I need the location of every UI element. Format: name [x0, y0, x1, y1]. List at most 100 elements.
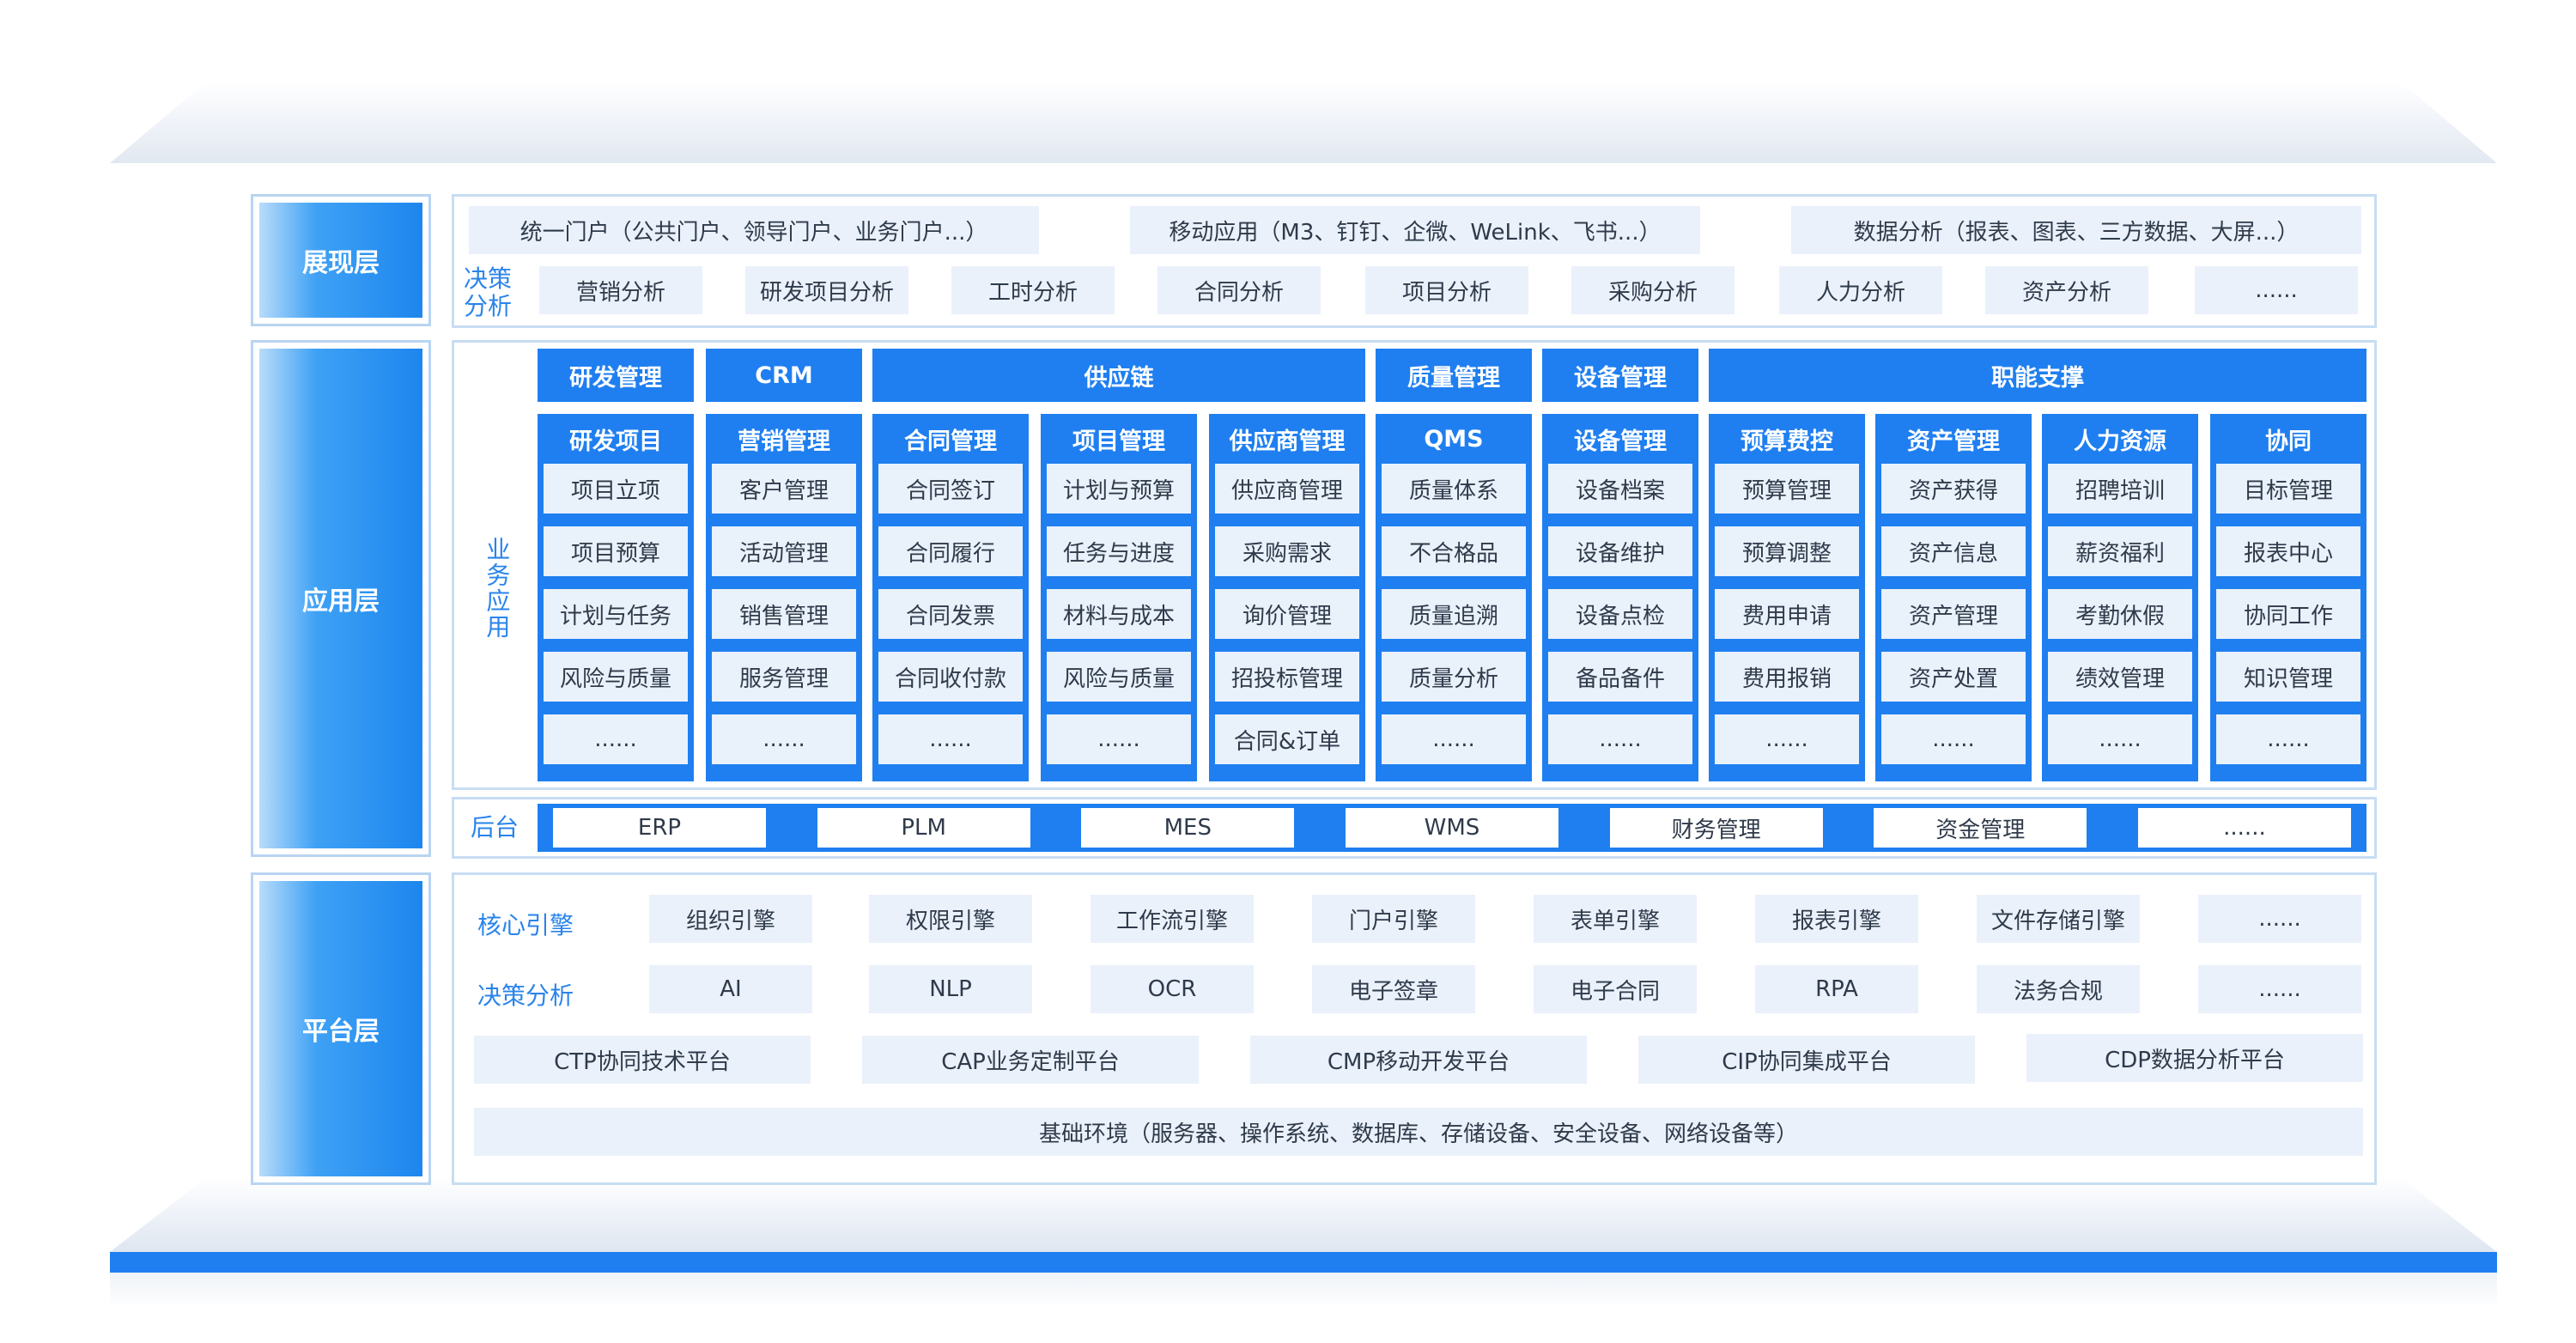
module-column: QMS 质量体系 不合格品 质量追溯 质量分析 ...... [1376, 414, 1532, 781]
platform-item-cip: CIP协同集成平台 [1638, 1036, 1975, 1084]
engine-item: 报表引擎 [1755, 895, 1918, 943]
engine-item: ...... [2198, 895, 2361, 943]
module-item: ...... [878, 714, 1023, 764]
analysis-item: 工时分析 [951, 266, 1115, 314]
decision-item: RPA [1755, 965, 1918, 1013]
module-item: 费用报销 [1715, 652, 1859, 702]
module-item: 不合格品 [1382, 526, 1526, 576]
module-item: 合同发票 [878, 589, 1023, 639]
analysis-item: ...... [2195, 266, 2358, 314]
module-item: ...... [2216, 714, 2360, 764]
module-column: 供应商管理 供应商管理 采购需求 询价管理 招投标管理 合同&订单 [1209, 414, 1365, 781]
module-item: 报表中心 [2216, 526, 2360, 576]
module-item: 任务与进度 [1047, 526, 1191, 576]
business-apps-tag: 业务应用 [483, 537, 512, 640]
decision-item: OCR [1091, 965, 1254, 1013]
module-item: 采购需求 [1215, 526, 1359, 576]
module-column: 人力资源 招聘培训 薪资福利 考勤休假 绩效管理 ...... [2042, 414, 2198, 781]
presentation-decision-tag: 决策分析 [464, 264, 513, 320]
module-item: 项目预算 [544, 526, 688, 576]
floor-decoration [110, 1178, 2497, 1252]
group-header-quality: 质量管理 [1376, 349, 1532, 402]
analysis-item: 合同分析 [1157, 266, 1321, 314]
decision-item: 电子签章 [1312, 965, 1475, 1013]
module-item: 质量追溯 [1382, 589, 1526, 639]
backend-item-mes: MES [1081, 808, 1295, 848]
engine-item: 门户引擎 [1312, 895, 1475, 943]
decision-item: 电子合同 [1534, 965, 1697, 1013]
module-title: 资产管理 [1907, 428, 2000, 455]
presentation-layer-label: 展现层 [259, 203, 422, 318]
module-title: 预算费控 [1741, 428, 1833, 455]
backend-item-finance: 财务管理 [1609, 808, 1823, 848]
module-title: 供应商管理 [1229, 428, 1346, 455]
module-item: 质量体系 [1382, 464, 1526, 514]
module-column: 营销管理 客户管理 活动管理 销售管理 服务管理 ...... [706, 414, 862, 781]
module-item: 资产处置 [1881, 652, 2026, 702]
analysis-item: 研发项目分析 [745, 266, 908, 314]
module-item: 协同工作 [2216, 589, 2360, 639]
application-layer-label: 应用层 [259, 349, 422, 848]
module-item: ...... [1382, 714, 1526, 764]
group-header-supply-chain: 供应链 [872, 349, 1365, 402]
module-item: 计划与任务 [544, 589, 688, 639]
module-item: 计划与预算 [1047, 464, 1191, 514]
module-item: 设备档案 [1548, 464, 1692, 514]
analysis-item: 营销分析 [539, 266, 702, 314]
group-header-functional: 职能支撑 [1709, 349, 2366, 402]
module-item: 招投标管理 [1215, 652, 1359, 702]
group-header-crm: CRM [706, 349, 862, 402]
presentation-layer-label-frame: 展现层 [251, 194, 431, 326]
platform-layer-label: 平台层 [259, 881, 422, 1176]
module-column: 研发项目 项目立项 项目预算 计划与任务 风险与质量 ...... [538, 414, 694, 781]
core-engine-tag: 核心引擎 [477, 910, 574, 939]
module-item: 预算调整 [1715, 526, 1859, 576]
backend-item-funds: 资金管理 [1874, 808, 2087, 848]
module-item: 费用申请 [1715, 589, 1859, 639]
engine-item: 组织引擎 [649, 895, 812, 943]
module-item: 材料与成本 [1047, 589, 1191, 639]
engine-item: 工作流引擎 [1091, 895, 1254, 943]
backend-item-more: ...... [2137, 808, 2351, 848]
backend-item-erp: ERP [553, 808, 766, 848]
module-item: 绩效管理 [2048, 652, 2192, 702]
module-title: 营销管理 [738, 428, 830, 455]
module-title: QMS [1424, 425, 1484, 453]
engine-item: 权限引擎 [869, 895, 1032, 943]
analysis-item: 资产分析 [1985, 266, 2148, 314]
module-item: 风险与质量 [544, 652, 688, 702]
module-item: 考勤休假 [2048, 589, 2192, 639]
module-item: ...... [1881, 714, 2026, 764]
module-title: 人力资源 [2074, 428, 2166, 455]
module-title: 研发项目 [569, 428, 662, 455]
module-item: ...... [1548, 714, 1692, 764]
module-item: 知识管理 [2216, 652, 2360, 702]
module-title: 设备管理 [1574, 428, 1667, 455]
module-item: 备品备件 [1548, 652, 1692, 702]
group-header-equipment: 设备管理 [1542, 349, 1698, 402]
module-item: 项目立项 [544, 464, 688, 514]
module-item: 活动管理 [712, 526, 856, 576]
module-title: 项目管理 [1072, 428, 1165, 455]
module-item: 目标管理 [2216, 464, 2360, 514]
module-item: 合同&订单 [1215, 714, 1359, 764]
analysis-item: 采购分析 [1571, 266, 1735, 314]
module-item: ...... [544, 714, 688, 764]
module-item: ...... [1047, 714, 1191, 764]
portal-unified: 统一门户（公共门户、领导门户、业务门户...） [469, 206, 1039, 254]
decision-item: 法务合规 [1977, 965, 2140, 1013]
module-item: 资产获得 [1881, 464, 2026, 514]
module-item: 合同履行 [878, 526, 1023, 576]
application-layer-label-frame: 应用层 [251, 340, 431, 857]
module-item: ...... [712, 714, 856, 764]
floor-shadow [110, 1273, 2497, 1307]
module-item: ...... [1715, 714, 1859, 764]
platform-layer-label-frame: 平台层 [251, 872, 431, 1185]
analysis-item: 人力分析 [1779, 266, 1942, 314]
module-column: 预算费控 预算管理 预算调整 费用申请 费用报销 ...... [1709, 414, 1865, 781]
module-title: 合同管理 [904, 428, 997, 455]
module-item: 薪资福利 [2048, 526, 2192, 576]
module-item: 供应商管理 [1215, 464, 1359, 514]
platform-item-cdp: CDP数据分析平台 [2026, 1034, 2363, 1082]
group-header-rd: 研发管理 [538, 349, 694, 402]
